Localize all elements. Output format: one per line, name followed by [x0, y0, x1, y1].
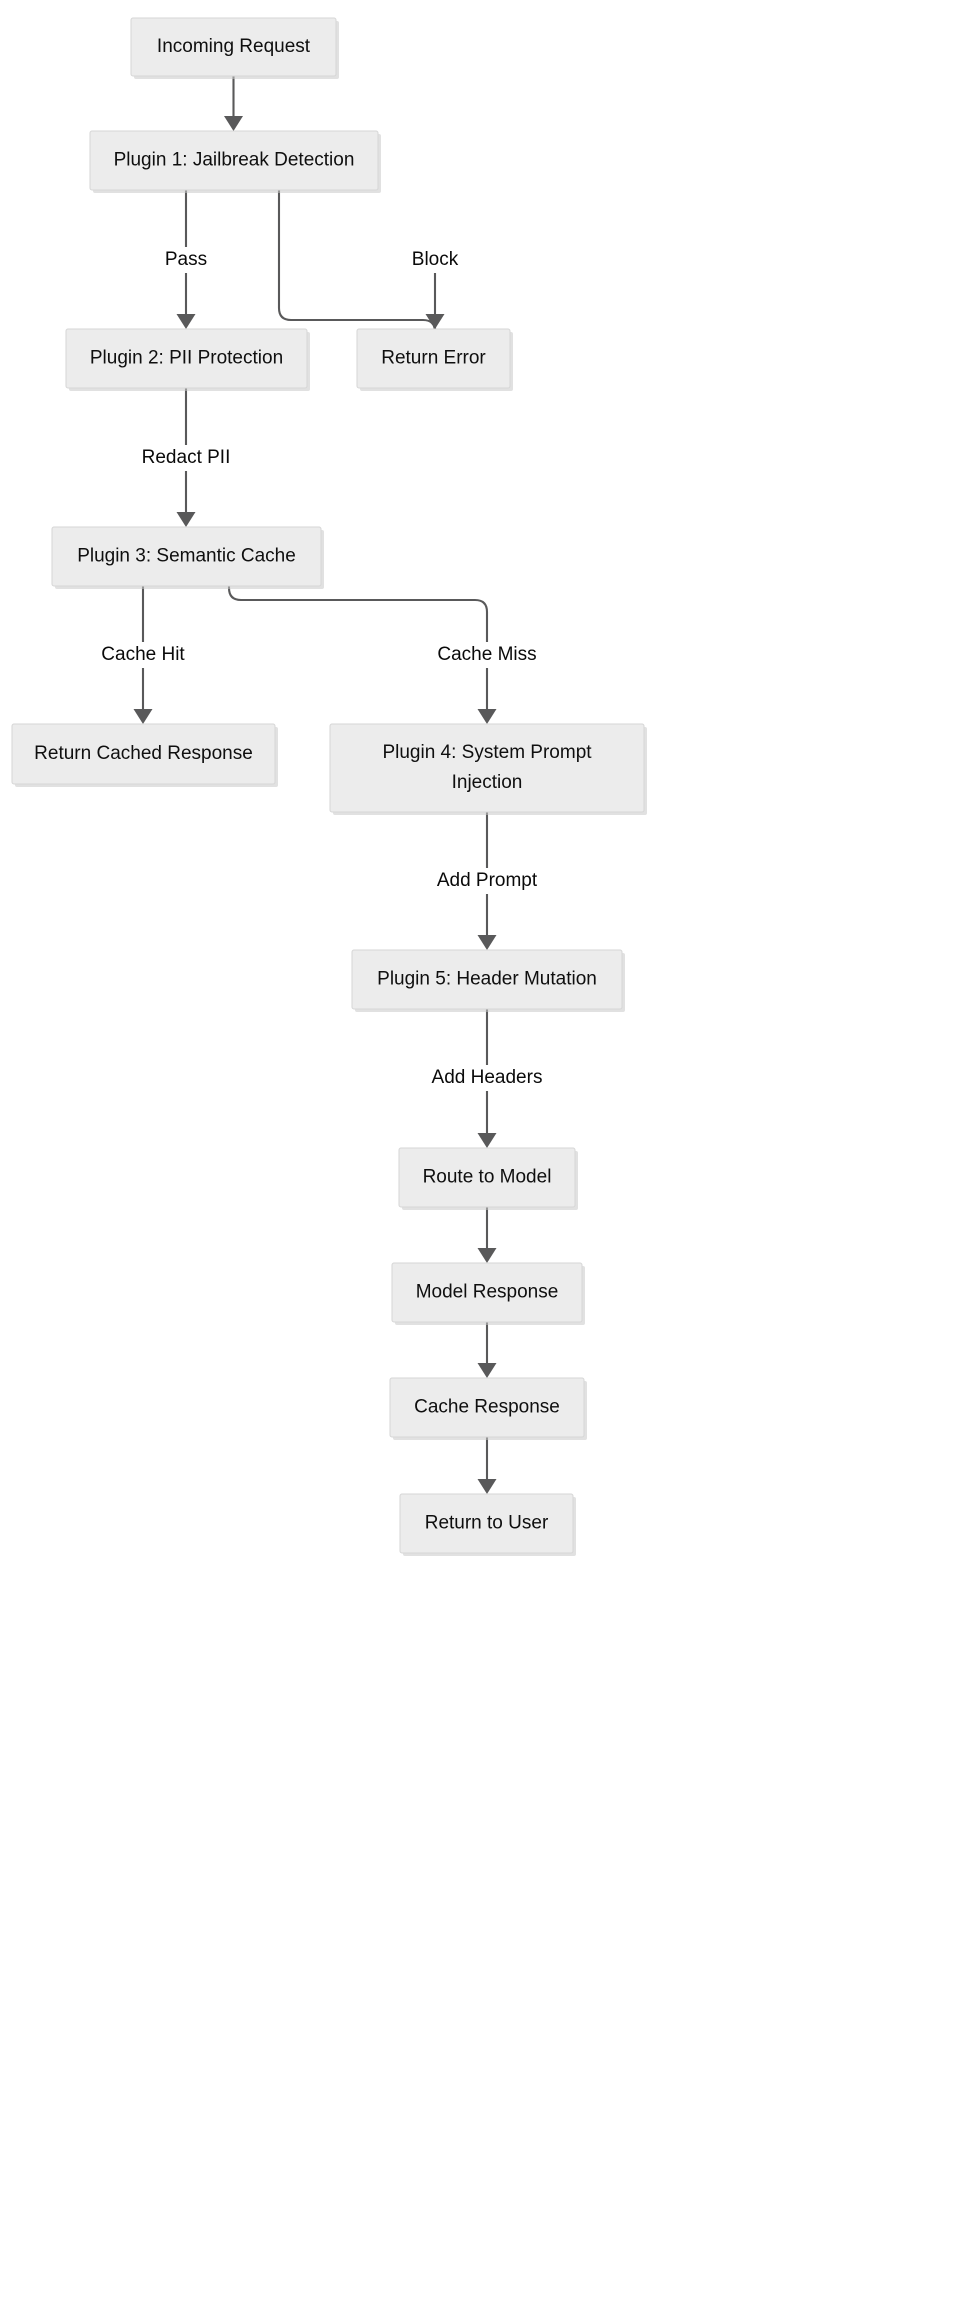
node-box[interactable] — [399, 1493, 574, 1554]
node-label: Return to User — [425, 1513, 549, 1534]
node-box[interactable] — [356, 328, 511, 389]
node-box[interactable] — [11, 723, 276, 785]
edge-plugin4-to-plugin5 — [477, 812, 497, 950]
node-label: Plugin 3: Semantic Cache — [77, 546, 296, 567]
edge-plugin5-to-routemodel — [477, 1009, 497, 1148]
edge-plugin3-to-plugin4 — [227, 586, 497, 724]
arrowhead-icon — [176, 512, 196, 527]
node-label: Return Cached Response — [34, 743, 253, 764]
node-returnerror[interactable]: Return Error — [356, 328, 513, 391]
arrowhead-icon — [477, 1363, 497, 1378]
edge-label-e3: Block — [406, 247, 464, 273]
arrowhead-icon — [477, 935, 497, 950]
edge-label-text: Cache Miss — [437, 644, 536, 665]
edge-label-text: Pass — [165, 249, 207, 270]
node-label: Model Response — [416, 1282, 559, 1303]
node-box[interactable] — [389, 1377, 585, 1438]
edge-incoming-to-plugin1 — [224, 76, 243, 131]
node-plugin2[interactable]: Plugin 2: PII Protection — [65, 328, 310, 391]
edge-routemodel-to-modelresponse — [477, 1207, 497, 1263]
node-box[interactable] — [130, 17, 337, 77]
arrowhead-icon — [224, 116, 243, 131]
edge-label-e4: Redact PII — [133, 445, 239, 471]
edge-label-text: Cache Hit — [101, 644, 185, 665]
edge-label-text: Redact PII — [142, 447, 231, 468]
node-box[interactable] — [351, 949, 623, 1010]
edge-label-e5: Cache Hit — [94, 642, 192, 668]
node-cacheresponse[interactable]: Cache Response — [389, 1377, 587, 1440]
node-returnuser[interactable]: Return to User — [399, 1493, 576, 1556]
arrowhead-icon — [133, 709, 153, 724]
node-label: Cache Response — [414, 1397, 560, 1418]
node-box[interactable] — [51, 526, 322, 587]
node-box[interactable] — [65, 328, 308, 389]
edge-plugin2-to-plugin3 — [176, 388, 196, 527]
edges-layer — [133, 76, 497, 1494]
node-label: Route to Model — [423, 1167, 552, 1188]
edge-label-text: Add Headers — [432, 1067, 543, 1088]
node-label: Plugin 4: System Prompt — [382, 742, 592, 763]
node-box[interactable] — [329, 723, 645, 813]
arrowhead-icon — [477, 709, 497, 724]
edge-label-e8: Add Headers — [429, 1065, 545, 1091]
edge-label-background — [161, 247, 211, 273]
arrowhead-icon — [176, 314, 196, 329]
node-plugin5[interactable]: Plugin 5: Header Mutation — [351, 949, 625, 1012]
edge-label-background — [434, 868, 540, 894]
node-label: Plugin 1: Jailbreak Detection — [114, 150, 355, 171]
edge-label-e7: Add Prompt — [434, 868, 540, 894]
edge-label-background — [434, 642, 540, 668]
edge-label-e2: Pass — [161, 247, 211, 273]
edge-plugin1-to-returnerror — [277, 190, 445, 334]
edge-cacheresponse-to-returnuser — [477, 1437, 497, 1494]
edge-label-e6: Cache Miss — [434, 642, 540, 668]
node-label: Plugin 2: PII Protection — [90, 348, 283, 369]
node-label: Plugin 5: Header Mutation — [377, 969, 597, 990]
edge-label-text: Block — [412, 249, 459, 270]
node-label: Return Error — [381, 348, 486, 369]
arrowhead-icon — [425, 314, 445, 329]
edge-label-background — [429, 1065, 545, 1091]
edge-plugin3-to-returncached — [133, 586, 153, 724]
node-returncached[interactable]: Return Cached Response — [11, 723, 278, 787]
node-label: Injection — [452, 772, 523, 793]
node-plugin3[interactable]: Plugin 3: Semantic Cache — [51, 526, 324, 589]
node-box[interactable] — [89, 130, 379, 191]
edge-modelresponse-to-cacheresponse — [477, 1322, 497, 1378]
node-box[interactable] — [391, 1262, 583, 1323]
edge-plugin1-to-plugin2 — [176, 190, 196, 329]
arrowhead-icon — [477, 1248, 497, 1263]
edge-line — [227, 586, 489, 715]
edge-label-background — [133, 445, 239, 471]
node-label: Incoming Request — [157, 36, 311, 57]
node-routemodel[interactable]: Route to Model — [398, 1147, 578, 1210]
node-incoming[interactable]: Incoming Request — [130, 17, 339, 79]
node-plugin1[interactable]: Plugin 1: Jailbreak Detection — [89, 130, 381, 193]
edge-label-background — [406, 247, 464, 273]
node-box[interactable] — [398, 1147, 576, 1208]
edge-label-text: Add Prompt — [437, 870, 538, 891]
arrowhead-icon — [477, 1133, 497, 1148]
arrowhead-icon — [477, 1479, 497, 1494]
edge-label-background — [94, 642, 192, 668]
node-modelresponse[interactable]: Model Response — [391, 1262, 585, 1325]
